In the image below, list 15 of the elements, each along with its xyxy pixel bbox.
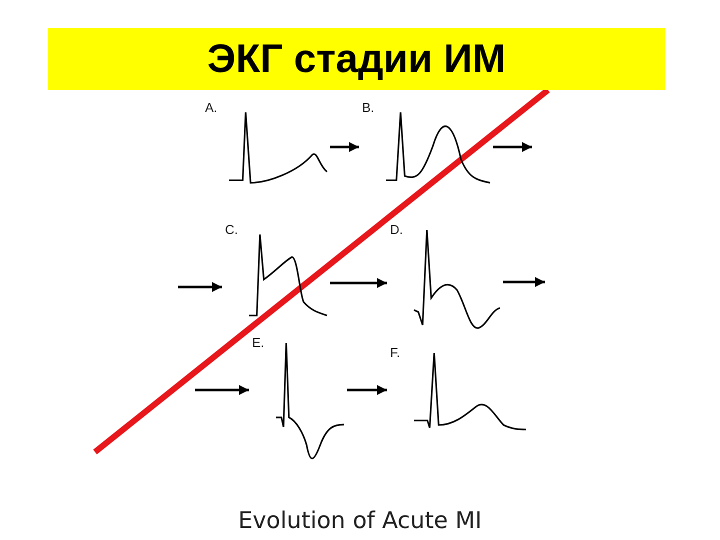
title-banner: ЭКГ стадии ИМ: [48, 28, 665, 90]
arrow: [330, 278, 387, 288]
arrow: [195, 385, 249, 395]
arrow: [503, 277, 545, 287]
panel-label: F.: [390, 345, 400, 360]
panel-label: C.: [225, 222, 238, 237]
panel-label: A.: [205, 100, 218, 115]
panel-label: D.: [390, 222, 403, 237]
arrow: [493, 142, 532, 152]
caption: Evolution of Acute MI: [237, 508, 483, 534]
arrow: [330, 142, 359, 152]
panel-label: E.: [252, 335, 264, 350]
panel-label: B.: [362, 100, 374, 115]
arrow: [178, 282, 222, 292]
arrow: [347, 385, 387, 395]
